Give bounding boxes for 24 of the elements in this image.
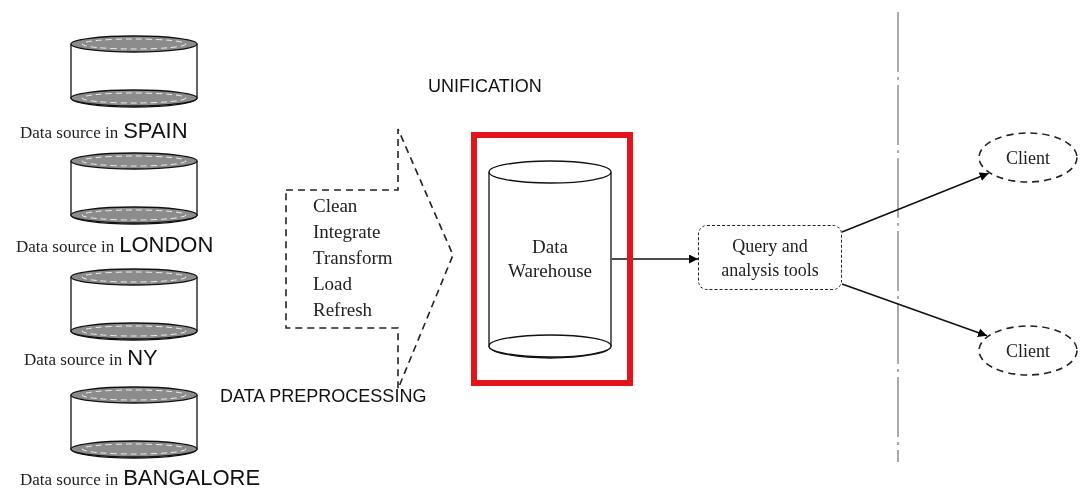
section-heading: DATA PREPROCESSING <box>220 386 427 407</box>
arrow <box>611 254 699 264</box>
process-box <box>698 225 842 290</box>
step-label: Load <box>313 272 353 296</box>
caption-text: Data source in <box>24 350 123 370</box>
step-label: Transform <box>313 246 393 270</box>
client-label: Client <box>1006 339 1050 363</box>
step-label: Refresh <box>313 298 373 322</box>
highlight-frame <box>471 132 633 386</box>
caption-text: Data source in <box>16 237 115 257</box>
location-label: LONDON <box>119 232 214 258</box>
step-label: Clean <box>313 194 358 218</box>
node-label: Data Warehouse <box>507 235 593 283</box>
caption-text: Data source in <box>20 123 119 143</box>
location-label: NY <box>127 345 158 371</box>
section-heading: UNIFICATION <box>428 76 542 97</box>
client-label: Client <box>1006 146 1050 170</box>
caption-text: Data source in <box>20 470 119 490</box>
location-label: BANGALORE <box>123 465 261 491</box>
location-label: SPAIN <box>123 118 188 144</box>
arrow <box>841 172 990 233</box>
arrow <box>841 283 988 338</box>
node-label: Query and analysis tools <box>720 234 820 282</box>
step-label: Integrate <box>313 220 381 244</box>
